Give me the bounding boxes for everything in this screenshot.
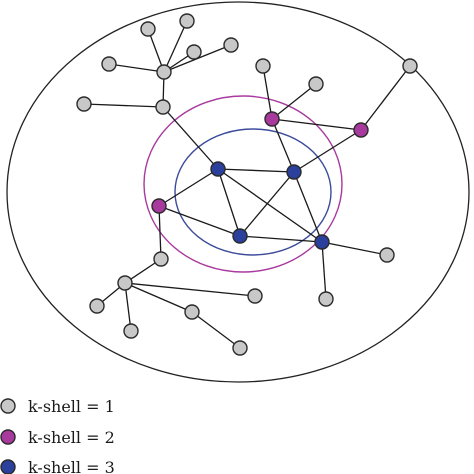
edge-n15-n18 xyxy=(293,171,323,243)
edge-n18-n22 xyxy=(321,241,327,300)
node-shell-1 xyxy=(156,64,172,80)
legend-item-shell-1: k-shell = 1 xyxy=(0,397,115,416)
legend-label-shell-2: k-shell = 2 xyxy=(28,428,115,447)
edge-n14-n17 xyxy=(217,168,241,237)
node-shell-1 xyxy=(247,288,263,304)
edge-n7-n8 xyxy=(83,103,164,108)
node-shell-1 xyxy=(140,21,156,37)
edge-n25-n27 xyxy=(191,311,241,349)
node-shell-2 xyxy=(151,198,167,214)
node-shell-3 xyxy=(210,161,226,177)
node-shell-1 xyxy=(318,291,334,307)
edge-n15-n17 xyxy=(239,171,295,237)
edge-n17-n18 xyxy=(239,235,323,243)
node-shell-1 xyxy=(255,58,271,74)
edge-n10-n12 xyxy=(271,83,317,120)
k-shell-2-ring xyxy=(143,95,343,273)
network-nodes xyxy=(76,13,418,356)
node-shell-1 xyxy=(223,37,239,53)
node-shell-1 xyxy=(184,304,200,320)
node-shell-1 xyxy=(402,58,418,74)
node-shell-1 xyxy=(155,99,171,115)
node-shell-1 xyxy=(179,13,195,29)
shell-rings xyxy=(6,1,470,383)
node-shell-2 xyxy=(353,122,369,138)
edge-n12-n13 xyxy=(271,118,362,131)
edge-n16-n17 xyxy=(158,205,241,237)
legend-item-shell-3: k-shell = 3 xyxy=(0,458,115,474)
node-shell-1 xyxy=(153,251,169,267)
legend-marker-shell-1 xyxy=(0,398,16,414)
node-shell-2 xyxy=(264,111,280,127)
legend-item-shell-2: k-shell = 2 xyxy=(0,428,115,447)
legend-marker-shell-2 xyxy=(0,429,16,445)
edge-n2-n4 xyxy=(163,20,188,73)
legend-label-shell-1: k-shell = 1 xyxy=(28,397,115,416)
node-shell-1 xyxy=(117,275,133,291)
node-shell-1 xyxy=(186,44,202,60)
node-shell-3 xyxy=(286,164,302,180)
node-shell-1 xyxy=(76,96,92,112)
edge-n9-n12 xyxy=(262,65,273,120)
node-shell-3 xyxy=(232,228,248,244)
edge-n14-n16 xyxy=(158,168,219,207)
node-shell-1 xyxy=(123,323,139,339)
edge-n21-n25 xyxy=(124,282,193,313)
edge-n21-n24 xyxy=(124,282,256,297)
edge-n13-n15 xyxy=(293,129,362,173)
node-shell-1 xyxy=(232,340,248,356)
edge-n14-n15 xyxy=(217,168,295,173)
edge-n11-n13 xyxy=(360,65,411,131)
edge-n4-n3 xyxy=(108,63,165,73)
k-shell-3-ring xyxy=(174,128,332,256)
network-edges xyxy=(83,20,411,349)
edge-n12-n15 xyxy=(271,118,295,173)
node-shell-3 xyxy=(314,234,330,250)
outer-boundary-ring xyxy=(6,1,470,383)
edge-n18-n19 xyxy=(321,241,388,256)
edge-n21-n26 xyxy=(124,282,132,332)
node-shell-1 xyxy=(101,56,117,72)
node-shell-1 xyxy=(379,247,395,263)
edge-n16-n20 xyxy=(158,205,162,260)
node-shell-1 xyxy=(308,76,324,92)
node-shell-1 xyxy=(89,298,105,314)
edge-n14-n18 xyxy=(217,168,323,243)
edge-n8-n14 xyxy=(162,106,219,170)
legend-label-shell-3: k-shell = 3 xyxy=(28,458,115,474)
legend: k-shell = 1 k-shell = 2 k-shell = 3 xyxy=(0,397,115,474)
legend-marker-shell-3 xyxy=(0,459,16,474)
